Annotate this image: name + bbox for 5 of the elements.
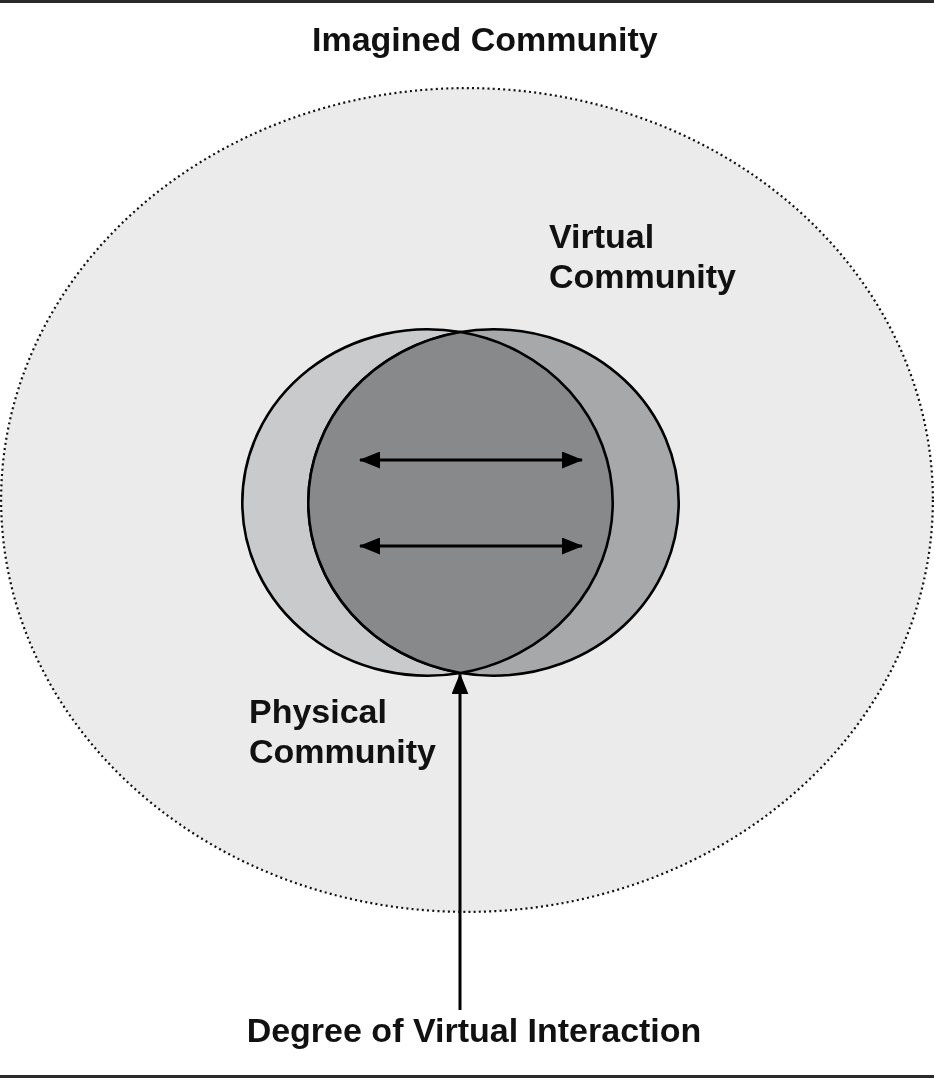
- text-label: Degree of Virtual Interaction: [200, 1010, 748, 1050]
- ellipse-label: Physical Community: [249, 691, 436, 771]
- arrow: [451, 673, 469, 1010]
- ellipse-label: Virtual Community: [549, 216, 736, 296]
- ellipse-heading: Imagined Community: [312, 19, 658, 59]
